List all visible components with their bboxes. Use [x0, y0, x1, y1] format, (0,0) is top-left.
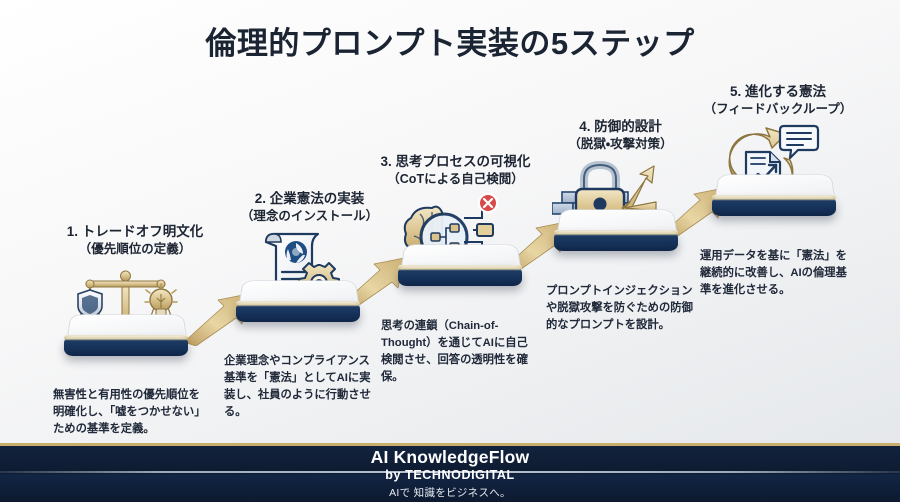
- step-3-subtitle: （CoTによる自己検閲）: [387, 172, 524, 187]
- step-2-title-line: 2. 企業憲法の実装: [254, 191, 365, 206]
- step-2-heading: 2. 企業憲法の実装 （理念のインストール）: [212, 189, 407, 226]
- brand-name: AI KnowledgeFlow: [370, 447, 530, 467]
- footer-brand-bar: AI KnowledgeFlow by TECHNODIGITAL AIで 知識…: [0, 443, 900, 502]
- step-1-subtitle: （優先順位の定義）: [78, 242, 192, 257]
- step-3-platform: [394, 240, 526, 302]
- step-3-description: 思考の連鎖（Chain-of-Thought）を通じてAIに自己検閲させ、回答の…: [381, 320, 528, 383]
- step-1-title-line: 1. トレードオフ明文化: [66, 224, 204, 239]
- step-4-subtitle: （脱獄・攻撃対策）: [568, 137, 673, 152]
- step-2-platform: [232, 276, 364, 338]
- step-4-platform: [550, 205, 682, 267]
- step-5-heading: 5. 進化する憲法 （フィードバックループ）: [688, 82, 868, 119]
- footer-divider-line: [0, 471, 900, 473]
- step-4-heading: 4. 防御的設計 （脱獄・攻撃対策）: [528, 117, 713, 154]
- step-5-platform: [708, 170, 840, 232]
- step-3-heading: 3. 思考プロセスの可視化 （CoTによる自己検閲）: [358, 152, 553, 189]
- step-1-platform: [60, 310, 192, 372]
- step-3-title-line: 3. 思考プロセスの可視化: [380, 154, 531, 169]
- brand-tagline: AIで 知識をビジネスへ。: [389, 487, 511, 499]
- brand-byline: by TECHNODIGITAL: [385, 468, 515, 482]
- step-4-title-line: 4. 防御的設計: [579, 119, 662, 134]
- step-1-description: 無害性と有用性の優先順位を明確化し、「嘘をつかせない」ための基準を定義。: [53, 389, 200, 435]
- page-title: 倫理的プロンプト実装の5ステップ: [205, 26, 695, 61]
- step-5-description: 運用データを基に「憲法」を継続的に改善し、AIの倫理基準を進化させる。: [700, 250, 847, 296]
- step-5-title-line: 5. 進化する憲法: [729, 84, 827, 99]
- step-4-description: プロンプトインジェクションや脱獄攻撃を防ぐための防御的なプロンプトを設計。: [546, 285, 693, 331]
- step-5-subtitle: （フィードバックループ）: [703, 102, 853, 117]
- step-1-heading: 1. トレードオフ明文化 （優先順位の定義）: [40, 222, 230, 259]
- step-2-subtitle: （理念のインストール）: [240, 209, 379, 224]
- step-2-description: 企業理念やコンプライアンス基準を「憲法」としてAIに実装し、社員のように行動させ…: [224, 355, 371, 418]
